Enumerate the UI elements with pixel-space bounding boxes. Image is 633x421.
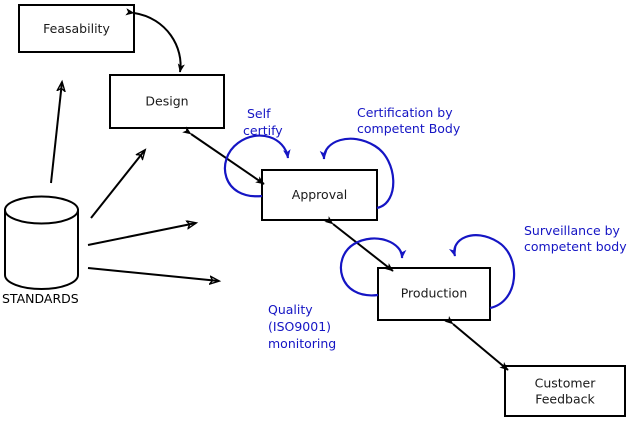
edge-standards-to-production xyxy=(87,267,219,281)
annotation-self-certify: Self certify xyxy=(243,106,283,138)
node-design[interactable]: Design xyxy=(109,74,225,129)
edge-standards-approval-path xyxy=(87,223,196,246)
loop-surveillance-competent-body xyxy=(448,234,516,310)
edge-production-to-customer-feedback xyxy=(444,315,509,371)
annotation-certification-line1: Certification by xyxy=(357,105,453,120)
node-design-box xyxy=(109,74,225,129)
node-customer-feedback-label-line2: Feedback xyxy=(535,392,595,407)
annotation-quality-line2: (ISO9001) xyxy=(268,319,331,334)
edge-design-feasability-path xyxy=(125,8,185,73)
annotation-quality-monitoring: Quality (ISO9001) monitoring xyxy=(268,302,336,351)
loop-self-certify xyxy=(223,134,291,198)
node-customer-feedback-label-line1: Customer xyxy=(535,376,597,391)
node-production-label: Production xyxy=(401,286,468,301)
annotation-self-certify-line2: certify xyxy=(243,123,283,138)
annotation-certification-competent-body: Certification by competent Body xyxy=(357,105,461,136)
loop-self-certify-path xyxy=(223,134,291,198)
annotation-certification-line2: competent Body xyxy=(357,121,461,136)
edge-approval-to-production xyxy=(324,216,394,272)
loop-quality-path xyxy=(339,237,407,297)
edge-approval-production-path xyxy=(324,216,394,272)
node-design-label: Design xyxy=(145,94,188,109)
annotation-surveillance-line1: Surveillance by xyxy=(524,223,621,238)
edge-standards-design-path xyxy=(90,150,145,219)
loop-quality-monitoring xyxy=(339,237,407,297)
annotation-surveillance-line2: competent body xyxy=(524,239,627,254)
annotation-quality-line1: Quality xyxy=(268,302,313,317)
edge-standards-feasability-path xyxy=(50,82,62,184)
node-approval-box xyxy=(261,169,378,221)
standards-cylinder-body xyxy=(4,209,79,290)
node-feasability[interactable]: Feasability xyxy=(18,4,135,53)
edge-design-to-feasability xyxy=(125,8,185,73)
edge-standards-to-approval xyxy=(87,223,196,246)
edge-standards-to-design xyxy=(90,150,145,219)
node-standards[interactable]: STANDARDS xyxy=(2,195,79,307)
edge-standards-production-path xyxy=(87,267,219,281)
annotation-self-certify-line1: Self xyxy=(247,106,271,121)
node-production-box xyxy=(377,267,491,321)
node-customer-feedback[interactable]: Customer Feedback xyxy=(504,365,626,417)
node-customer-feedback-box xyxy=(504,365,626,417)
node-approval[interactable]: Approval xyxy=(261,169,378,221)
node-approval-label: Approval xyxy=(292,187,347,202)
loop-certification-competent-body xyxy=(319,137,395,210)
node-feasability-box xyxy=(18,4,135,53)
loop-surveillance-path xyxy=(448,234,516,310)
node-standards-label: STANDARDS xyxy=(2,291,79,306)
node-production[interactable]: Production xyxy=(377,267,491,321)
annotation-surveillance-competent-body: Surveillance by competent body xyxy=(524,223,627,254)
edge-standards-to-feasability xyxy=(50,82,62,184)
node-feasability-label: Feasability xyxy=(43,21,110,36)
loop-certification-path xyxy=(319,137,395,210)
edge-production-customer-feedback-path xyxy=(444,315,509,371)
standards-cylinder-top xyxy=(4,195,79,225)
annotation-quality-line3: monitoring xyxy=(268,336,336,351)
